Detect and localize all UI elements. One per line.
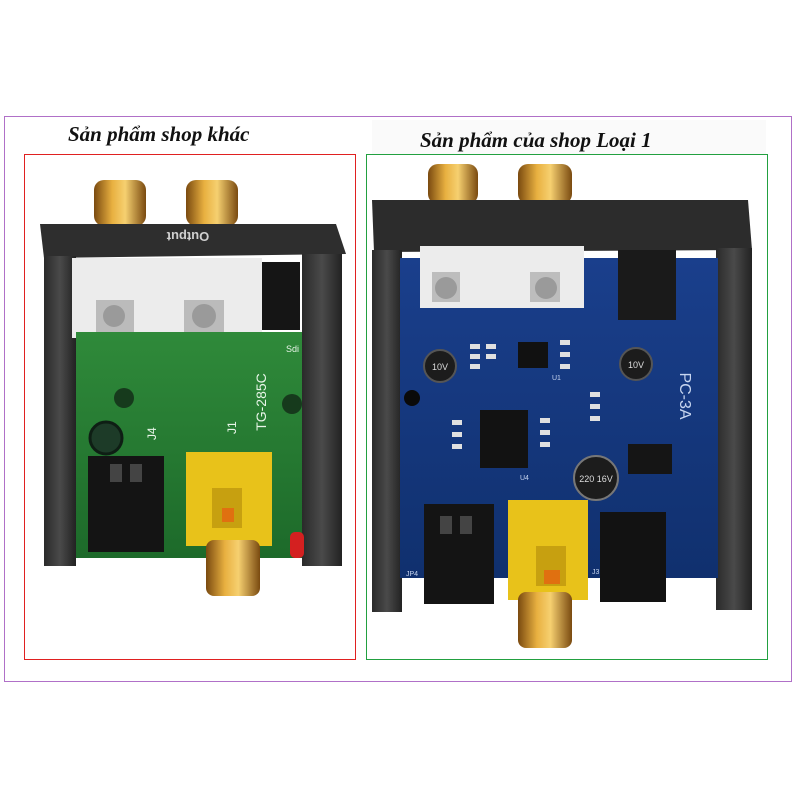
outer-frame xyxy=(4,116,792,682)
right-rca-top-2 xyxy=(518,164,572,204)
caption-left: Sản phẩm shop khác xyxy=(68,122,250,146)
caption-right: Sản phẩm của shop Loại 1 xyxy=(420,128,652,152)
left-led xyxy=(290,532,304,558)
left-sdi-label: Sdi xyxy=(286,344,299,354)
left-side-wall-right xyxy=(302,254,342,566)
left-device xyxy=(40,180,346,596)
left-side-wall-left xyxy=(44,256,76,566)
right-cap2-label: 10V xyxy=(628,360,644,370)
right-device xyxy=(372,164,752,648)
right-model-label: PC-3A xyxy=(676,372,693,419)
left-output-label: Output xyxy=(166,229,209,244)
right-cap-2 xyxy=(619,347,653,381)
left-rca-bottom xyxy=(206,540,260,596)
left-model-label: TG-285C xyxy=(253,373,269,431)
left-top-plate xyxy=(40,224,346,258)
panel-left xyxy=(24,154,356,660)
right-side-wall-left xyxy=(372,250,402,612)
right-cap-3 xyxy=(573,455,619,501)
right-u1-label: U1 xyxy=(552,375,561,382)
right-chip-u4 xyxy=(480,410,528,468)
left-capacitor xyxy=(88,420,124,456)
right-rca-top-1 xyxy=(428,164,478,204)
right-jp4-label: JP4 xyxy=(406,571,418,578)
right-cap1-label: 10V xyxy=(432,362,448,372)
panel-right xyxy=(366,154,768,660)
right-j3-label: J3 xyxy=(592,569,600,576)
caption-bg-left xyxy=(24,120,358,150)
right-toslink-top xyxy=(618,250,676,320)
caption-bg-right xyxy=(372,120,766,154)
left-rca-top-2 xyxy=(186,180,238,226)
right-side-wall-right xyxy=(716,248,752,610)
right-u4-label: U4 xyxy=(520,475,529,482)
right-dc-jack xyxy=(600,512,666,602)
right-optical-jack xyxy=(424,504,494,604)
right-top-plate xyxy=(372,200,752,252)
right-cap-1 xyxy=(423,349,457,383)
left-dc-jack xyxy=(262,262,300,330)
left-j1-label: J1 xyxy=(225,421,239,434)
right-rca-bottom xyxy=(518,592,572,648)
left-rca-top-1 xyxy=(94,180,146,226)
left-j4-label: J4 xyxy=(145,427,159,440)
left-optical-jack xyxy=(88,456,164,552)
right-chip-u1 xyxy=(518,342,548,368)
right-cap3-label: 220 16V xyxy=(579,474,613,484)
